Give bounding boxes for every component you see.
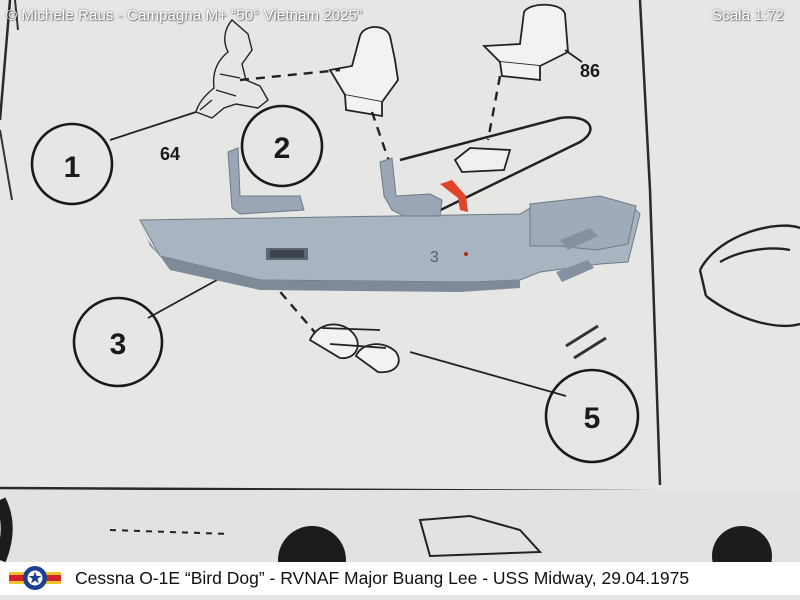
step-number-5: 5 (584, 402, 601, 435)
vnaf-roundel-icon (9, 566, 61, 590)
fuselage-detail-drawing (453, 147, 512, 173)
leader-lines (109, 49, 583, 397)
part-marking: 3 (430, 249, 439, 266)
step-circle-3: 3 (72, 296, 164, 388)
plastic-cockpit-part (139, 147, 641, 292)
part-number-64: 64 (160, 144, 180, 164)
step-number-3: 3 (110, 328, 127, 361)
watermark-scale: Scala 1:72 (712, 7, 784, 24)
fuselage-section-drawing (698, 224, 800, 328)
pin-parts (565, 324, 607, 360)
photo-caption: Cessna O-1E “Bird Dog” - RVNAF Major Bua… (75, 568, 690, 588)
step-circle-1: 1 (30, 122, 114, 206)
step-circle-5: 5 (544, 368, 640, 464)
part-number-86: 86 (580, 61, 600, 81)
rudder-pedals-drawing (308, 323, 400, 374)
seat-86-drawing (481, 3, 569, 81)
caption-bar: Cessna O-1E “Bird Dog” - RVNAF Major Bua… (0, 562, 800, 595)
step-number-1: 1 (64, 151, 81, 184)
fuselage-outline-drawing (399, 116, 592, 222)
sheet-border-left (0, 0, 19, 201)
watermark-author: © Michele Raus - Campagna M+ “50° Vietna… (6, 7, 363, 24)
step-number-2: 2 (274, 132, 291, 165)
seat-drawing (328, 26, 399, 118)
pilot-figure-drawing (195, 19, 269, 119)
step-circle-2: 2 (240, 104, 324, 188)
